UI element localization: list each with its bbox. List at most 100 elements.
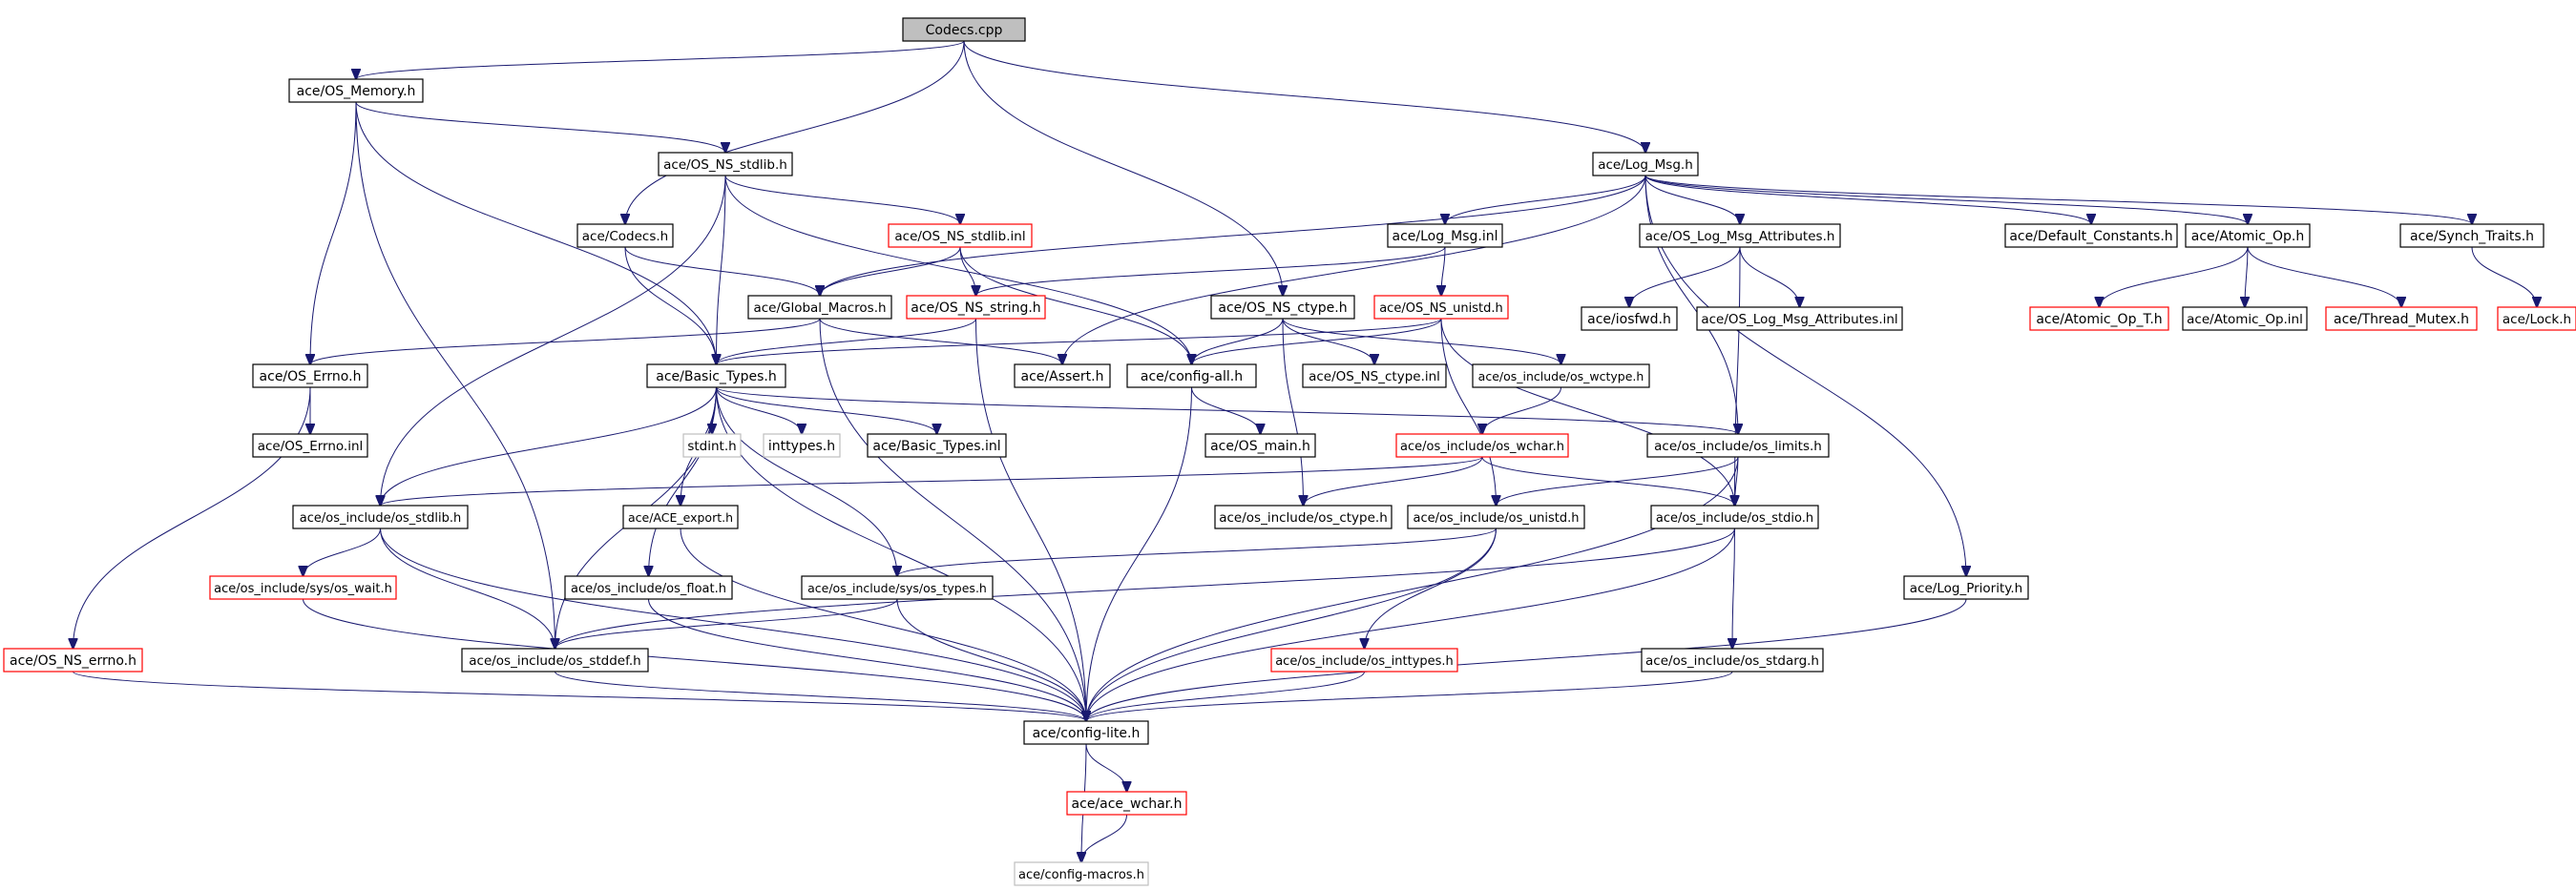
node-os_ns_stdlib_inl[interactable]: ace/OS_NS_stdlib.inl [888, 223, 1033, 248]
node-os_limits[interactable]: ace/os_include/os_limits.h [1646, 433, 1830, 458]
node-ace_export[interactable]: ace/ACE_export.h [622, 505, 739, 529]
node-box[interactable] [2182, 306, 2308, 331]
node-log_msg[interactable]: ace/Log_Msg.h [1592, 152, 1699, 176]
node-box[interactable] [1210, 295, 1355, 320]
node-os_stdarg[interactable]: ace/os_include/os_stdarg.h [1641, 648, 1824, 673]
node-box[interactable] [292, 505, 469, 529]
node-os_unistd_inc[interactable]: ace/os_include/os_unistd.h [1407, 505, 1585, 529]
node-box[interactable] [288, 78, 424, 103]
node-assert_h[interactable]: ace/Assert.h [1014, 363, 1111, 388]
node-box[interactable] [1650, 505, 1819, 529]
node-box[interactable] [1204, 433, 1316, 458]
node-box[interactable] [564, 575, 733, 600]
node-box[interactable] [1407, 505, 1585, 529]
node-box[interactable] [763, 433, 841, 458]
node-os_stddef[interactable]: ace/os_include/os_stddef.h [461, 648, 649, 673]
node-synch_traits[interactable]: ace/Synch_Traits.h [2399, 223, 2545, 248]
node-os_float[interactable]: ace/os_include/os_float.h [564, 575, 733, 600]
node-box[interactable] [1126, 363, 1257, 388]
node-box[interactable] [2497, 306, 2576, 331]
node-atomic_op_t[interactable]: ace/Atomic_Op_T.h [2029, 306, 2169, 331]
node-os_ns_stdlib_h[interactable]: ace/OS_NS_stdlib.h [658, 152, 793, 176]
node-config_lite[interactable]: ace/config-lite.h [1023, 720, 1149, 745]
node-box[interactable] [1387, 223, 1503, 248]
node-box[interactable] [1646, 433, 1830, 458]
node-config_macros[interactable]: ace/config-macros.h [1014, 861, 1149, 886]
node-box[interactable] [576, 223, 674, 248]
node-log_msg_inl[interactable]: ace/Log_Msg.inl [1387, 223, 1503, 248]
node-box[interactable] [2029, 306, 2169, 331]
node-box[interactable] [2185, 223, 2311, 248]
node-os_errno[interactable]: ace/OS_Errno.h [252, 363, 368, 388]
node-box[interactable] [1903, 575, 2029, 600]
node-box[interactable] [252, 433, 368, 458]
node-basic_types_inl[interactable]: ace/Basic_Types.inl [867, 433, 1007, 458]
node-box[interactable] [252, 363, 368, 388]
node-os_stdlib_inc[interactable]: ace/os_include/os_stdlib.h [292, 505, 469, 529]
node-box[interactable] [902, 17, 1026, 42]
node-codecs_h[interactable]: ace/Codecs.h [576, 223, 674, 248]
node-os_types[interactable]: ace/os_include/sys/os_types.h [801, 575, 994, 600]
node-basic_types[interactable]: ace/Basic_Types.h [646, 363, 786, 388]
node-atomic_op_inl[interactable]: ace/Atomic_Op.inl [2182, 306, 2308, 331]
node-box[interactable] [1270, 648, 1458, 673]
node-lock_h[interactable]: ace/Lock.h [2497, 306, 2576, 331]
node-box[interactable] [3, 648, 143, 673]
node-box[interactable] [1592, 152, 1699, 176]
node-box[interactable] [1373, 295, 1509, 320]
node-box[interactable] [1696, 306, 1903, 331]
node-box[interactable] [1214, 505, 1393, 529]
node-box[interactable] [1641, 648, 1824, 673]
node-os_log_msg_attr_inl[interactable]: ace/OS_Log_Msg_Attributes.inl [1696, 306, 1903, 331]
node-os_inttypes[interactable]: ace/os_include/os_inttypes.h [1270, 648, 1458, 673]
node-os_wchar[interactable]: ace/os_include/os_wchar.h [1395, 433, 1569, 458]
node-box[interactable] [1581, 306, 1678, 331]
node-box[interactable] [1472, 363, 1650, 388]
node-box[interactable] [906, 295, 1046, 320]
node-box[interactable] [209, 575, 397, 600]
node-box[interactable] [1395, 433, 1569, 458]
node-codecs_cpp[interactable]: Codecs.cpp [902, 17, 1026, 42]
node-box[interactable] [1023, 720, 1149, 745]
node-atomic_op[interactable]: ace/Atomic_Op.h [2185, 223, 2311, 248]
node-box[interactable] [2325, 306, 2478, 331]
node-os_ns_string[interactable]: ace/OS_NS_string.h [906, 295, 1046, 320]
node-box[interactable] [867, 433, 1007, 458]
node-box[interactable] [461, 648, 649, 673]
node-os_ns_unistd[interactable]: ace/OS_NS_unistd.h [1373, 295, 1509, 320]
node-os_stdio_inc[interactable]: ace/os_include/os_stdio.h [1650, 505, 1819, 529]
node-box[interactable] [888, 223, 1033, 248]
node-box[interactable] [801, 575, 994, 600]
node-box[interactable] [1014, 861, 1149, 886]
node-box[interactable] [1066, 791, 1187, 816]
node-iosfwd[interactable]: ace/iosfwd.h [1581, 306, 1678, 331]
node-box[interactable] [1302, 363, 1447, 388]
node-os_ctype_inc[interactable]: ace/os_include/os_ctype.h [1214, 505, 1393, 529]
node-os_ns_errno[interactable]: ace/OS_NS_errno.h [3, 648, 143, 673]
node-os_ns_ctype[interactable]: ace/OS_NS_ctype.h [1210, 295, 1355, 320]
node-os_memory[interactable]: ace/OS_Memory.h [288, 78, 424, 103]
node-box[interactable] [1014, 363, 1111, 388]
node-box[interactable] [682, 433, 742, 458]
node-box[interactable] [646, 363, 786, 388]
node-os_log_msg_attr[interactable]: ace/OS_Log_Msg_Attributes.h [1639, 223, 1841, 248]
node-os_wctype[interactable]: ace/os_include/os_wctype.h [1472, 363, 1650, 388]
node-default_constants[interactable]: ace/Default_Constants.h [2004, 223, 2178, 248]
node-global_macros[interactable]: ace/Global_Macros.h [747, 295, 892, 320]
node-box[interactable] [2399, 223, 2545, 248]
node-os_ns_ctype_inl[interactable]: ace/OS_NS_ctype.inl [1302, 363, 1447, 388]
node-log_priority[interactable]: ace/Log_Priority.h [1903, 575, 2029, 600]
node-os_errno_inl[interactable]: ace/OS_Errno.inl [252, 433, 368, 458]
node-box[interactable] [747, 295, 892, 320]
node-config_all[interactable]: ace/config-all.h [1126, 363, 1257, 388]
node-box[interactable] [1639, 223, 1841, 248]
node-ace_wchar[interactable]: ace/ace_wchar.h [1066, 791, 1187, 816]
node-os_main[interactable]: ace/OS_main.h [1204, 433, 1316, 458]
node-stdint[interactable]: stdint.h [682, 433, 742, 458]
node-box[interactable] [622, 505, 739, 529]
node-box[interactable] [658, 152, 793, 176]
node-inttypes[interactable]: inttypes.h [763, 433, 841, 458]
node-thread_mutex[interactable]: ace/Thread_Mutex.h [2325, 306, 2478, 331]
node-os_wait[interactable]: ace/os_include/sys/os_wait.h [209, 575, 397, 600]
node-box[interactable] [2004, 223, 2178, 248]
